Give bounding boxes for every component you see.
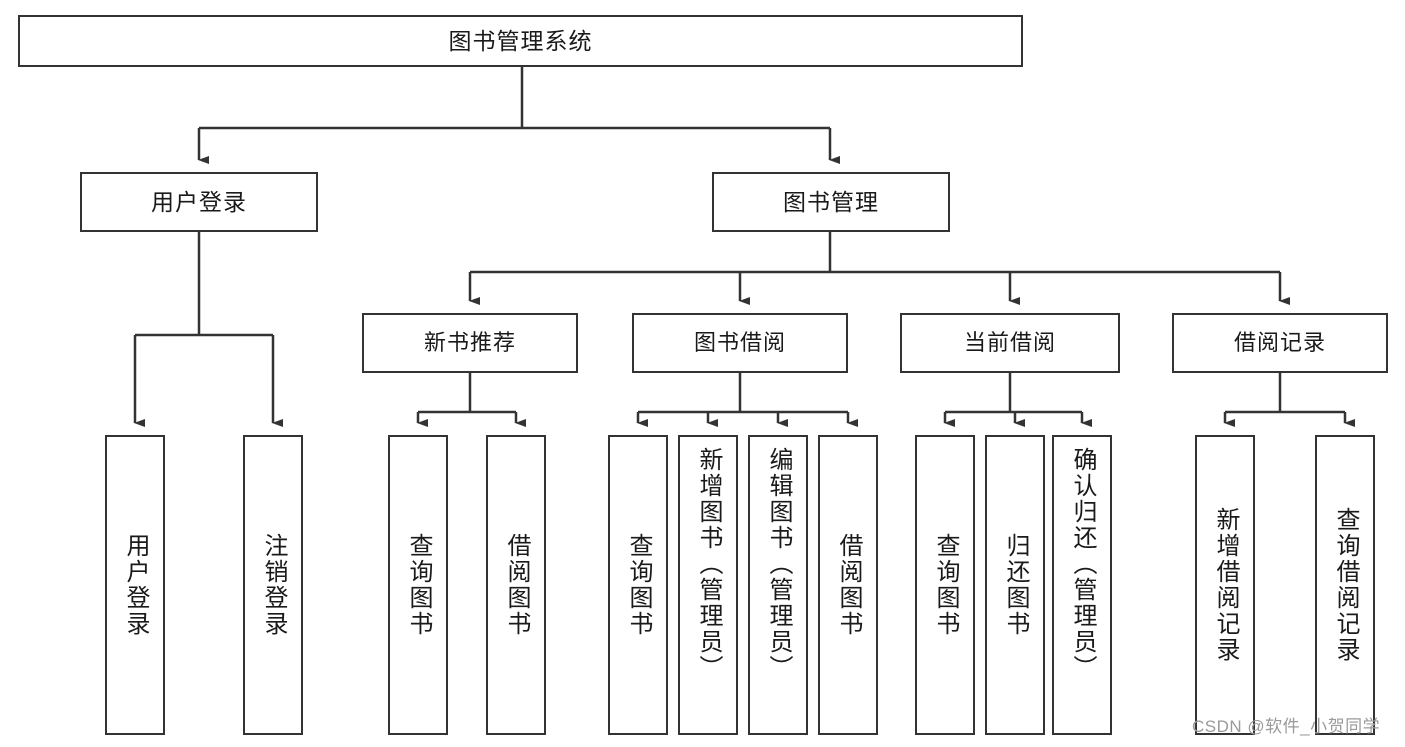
tree-edges (133, 67, 1355, 427)
node-level2-label-3: 借阅记录 (1233, 330, 1326, 355)
node-leaf-8[interactable]: 查询图书 (915, 435, 975, 735)
node-leaf-1[interactable]: 注销登录 (243, 435, 303, 735)
node-leaf-label-3: 借阅图书 (502, 533, 530, 637)
node-leaf-4[interactable]: 查询图书 (608, 435, 668, 735)
node-leaf-label-11: 新增借阅记录 (1211, 507, 1239, 663)
node-leaf-10[interactable]: 确认归还（管理员） (1052, 435, 1112, 735)
node-leaf-label-7: 借阅图书 (834, 533, 862, 637)
node-leaf-11[interactable]: 新增借阅记录 (1195, 435, 1255, 735)
node-level2-label-1: 图书借阅 (693, 330, 786, 355)
node-level2-0[interactable]: 新书推荐 (362, 313, 578, 373)
node-leaf-label-10: 确认归还（管理员） (1068, 447, 1096, 681)
node-leaf-label-9: 归还图书 (1001, 533, 1029, 637)
node-root-system[interactable]: 图书管理系统 (18, 15, 1023, 67)
node-level2-2[interactable]: 当前借阅 (900, 313, 1120, 373)
node-leaf-5[interactable]: 新增图书（管理员） (678, 435, 738, 735)
node-leaf-label-6: 编辑图书（管理员） (764, 447, 792, 681)
node-leaf-label-2: 查询图书 (404, 533, 432, 637)
node-leaf-label-8: 查询图书 (931, 533, 959, 637)
node-level1-label-0: 用户登录 (151, 188, 247, 215)
node-level2-1[interactable]: 图书借阅 (632, 313, 848, 373)
node-level2-label-0: 新书推荐 (423, 330, 516, 355)
node-leaf-6[interactable]: 编辑图书（管理员） (748, 435, 808, 735)
node-level1-0[interactable]: 用户登录 (80, 172, 318, 232)
node-level2-label-2: 当前借阅 (963, 330, 1056, 355)
node-leaf-2[interactable]: 查询图书 (388, 435, 448, 735)
node-leaf-12[interactable]: 查询借阅记录 (1315, 435, 1375, 735)
node-leaf-9[interactable]: 归还图书 (985, 435, 1045, 735)
node-level1-label-1: 图书管理 (783, 188, 879, 215)
node-leaf-label-1: 注销登录 (259, 533, 287, 637)
node-leaf-label-0: 用户登录 (121, 533, 149, 637)
node-leaf-label-5: 新增图书（管理员） (694, 447, 722, 681)
node-leaf-3[interactable]: 借阅图书 (486, 435, 546, 735)
node-root-label: 图书管理系统 (448, 27, 593, 54)
node-leaf-label-12: 查询借阅记录 (1331, 507, 1359, 663)
node-leaf-7[interactable]: 借阅图书 (818, 435, 878, 735)
node-leaf-label-4: 查询图书 (624, 533, 652, 637)
node-leaf-0[interactable]: 用户登录 (105, 435, 165, 735)
node-level2-3[interactable]: 借阅记录 (1172, 313, 1388, 373)
node-level1-1[interactable]: 图书管理 (712, 172, 950, 232)
